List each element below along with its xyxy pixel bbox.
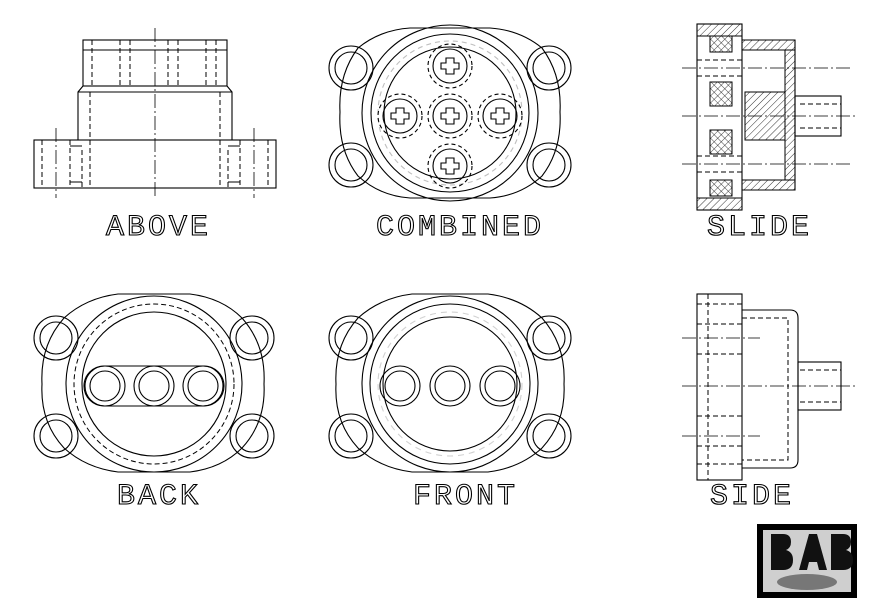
back-view bbox=[33, 293, 275, 473]
label-side: SIDE bbox=[709, 480, 795, 514]
label-slide: SLIDE bbox=[706, 211, 813, 245]
label-front: FRONT bbox=[412, 480, 519, 514]
corner-holes-combined bbox=[328, 45, 572, 188]
label-back: BACK bbox=[116, 480, 202, 514]
side-view bbox=[682, 293, 855, 481]
front-view bbox=[328, 293, 572, 473]
above-view bbox=[33, 28, 277, 198]
combined-view bbox=[328, 24, 572, 202]
brand-logo bbox=[757, 524, 857, 598]
label-above: ABOVE bbox=[105, 211, 212, 245]
planet-gears bbox=[377, 43, 523, 189]
label-combined: COMBINED bbox=[375, 211, 545, 245]
slide-view bbox=[682, 23, 855, 211]
